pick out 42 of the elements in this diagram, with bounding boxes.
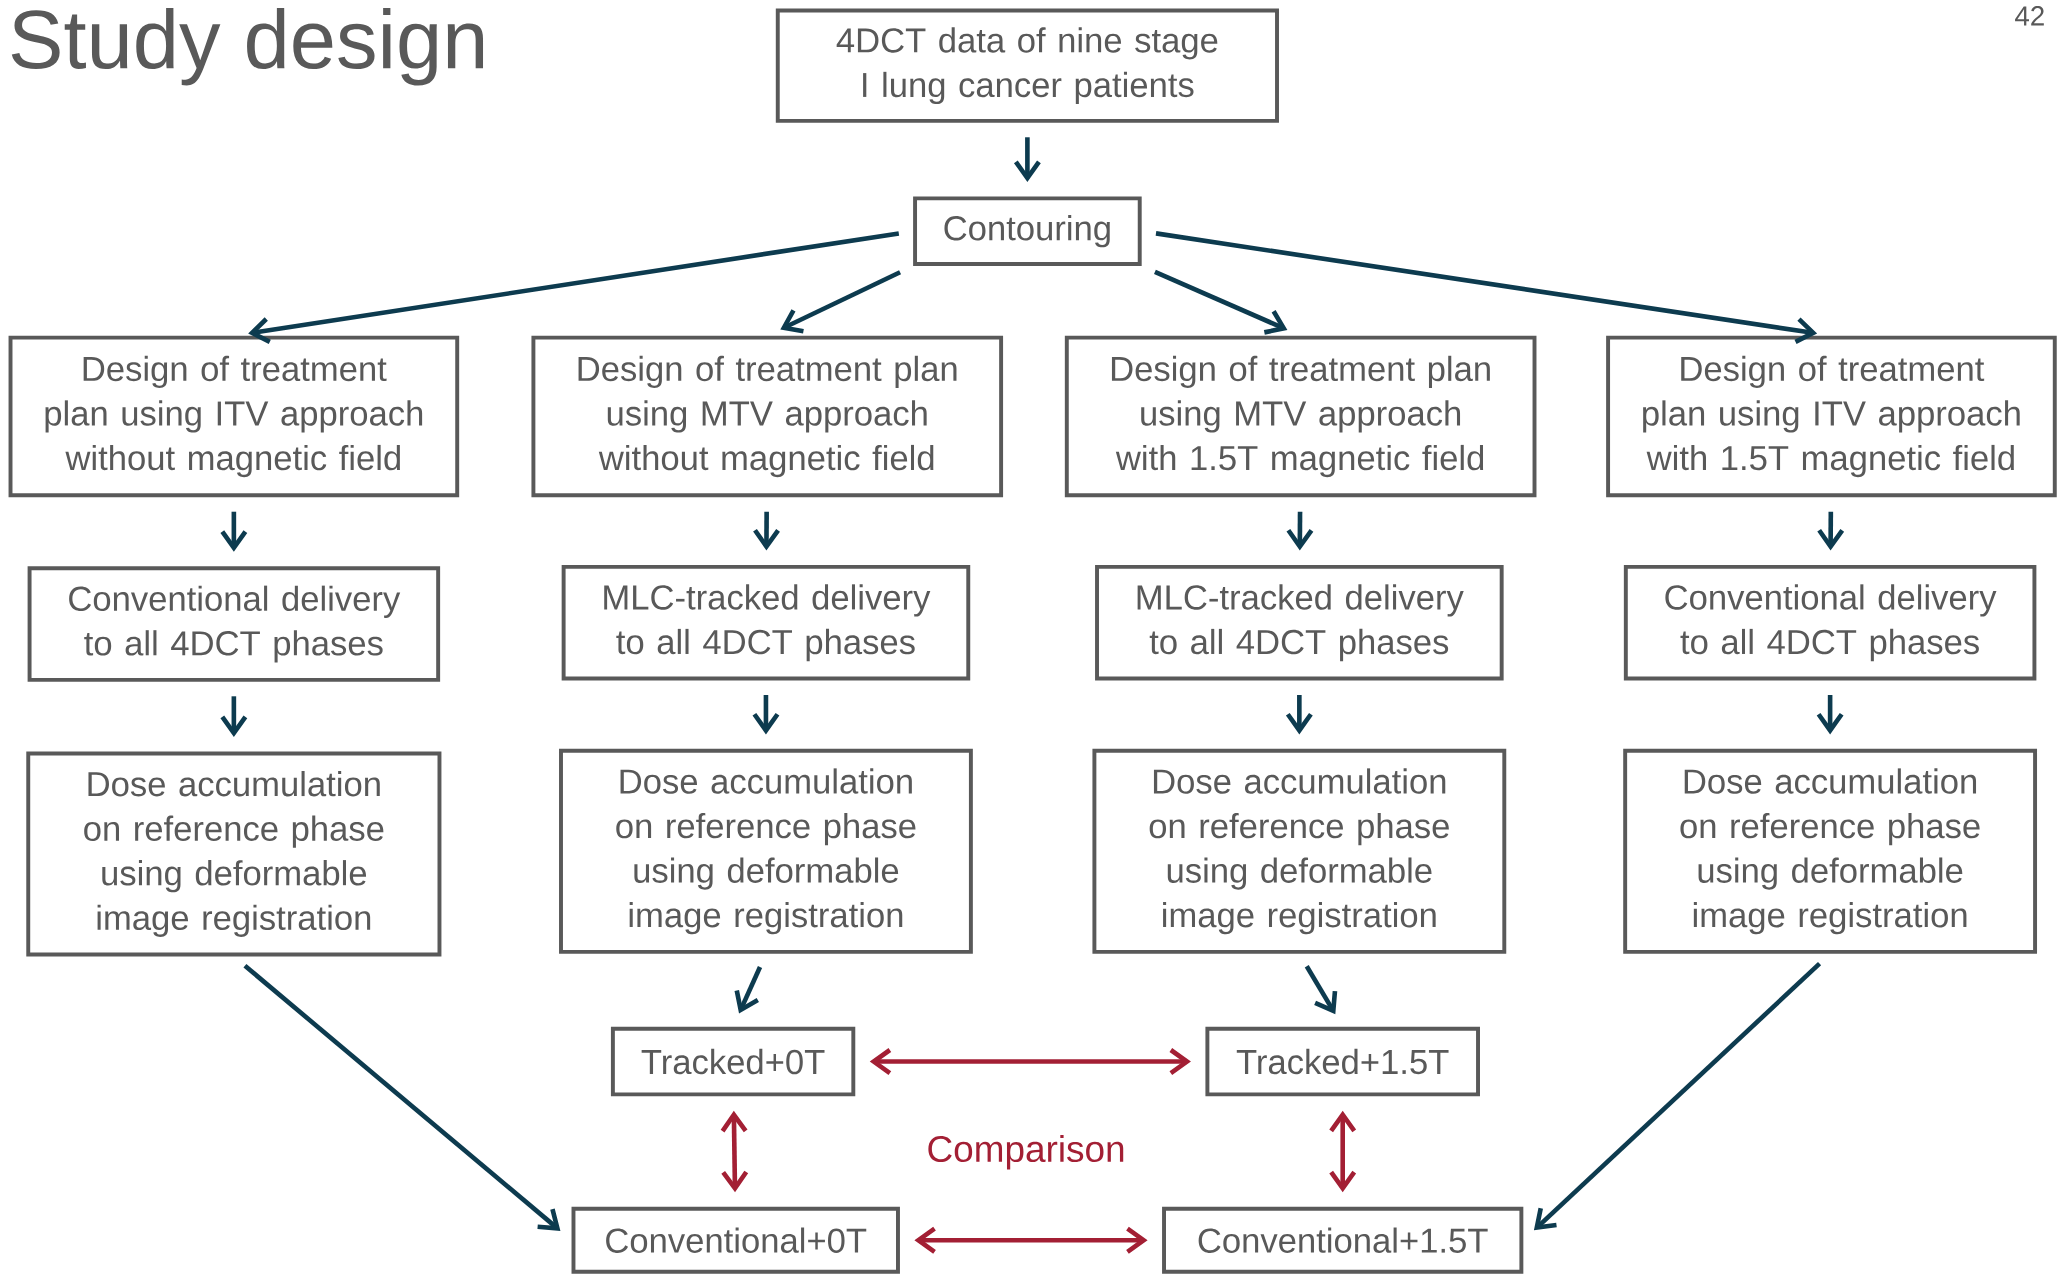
slide-title: Study design — [11, 7, 483, 86]
arrow — [1304, 964, 1338, 1015]
comparison-label: Comparison — [928, 1134, 1124, 1170]
arrow — [753, 511, 780, 551]
process-box: MLC-tracked delivery to all 4DCT phases — [561, 564, 971, 681]
arrow — [780, 270, 902, 334]
process-box: MLC-tracked delivery to all 4DCT phases — [1095, 564, 1504, 681]
arrow — [1329, 1110, 1357, 1193]
process-box: Conventional+0T — [571, 1206, 900, 1274]
arrow — [1155, 230, 1818, 344]
arrow — [1013, 137, 1041, 182]
arrow — [1816, 694, 1844, 735]
arrow — [1154, 269, 1288, 335]
process-box: Tracked+1.5T — [1205, 1026, 1480, 1097]
process-box: Dose accumulation on reference phase using deformable image registration — [1623, 748, 2038, 954]
arrow — [752, 694, 780, 735]
process-box: Conventional+1.5T — [1162, 1206, 1524, 1274]
arrow — [1285, 694, 1313, 735]
arrow — [914, 1226, 1148, 1254]
process-box: Dose accumulation on reference phase using deformable image registration — [1092, 748, 1507, 954]
process-box: Dose accumulation on reference phase using deformable image registration — [559, 748, 973, 954]
arrow — [220, 511, 248, 552]
arrow — [869, 1047, 1191, 1075]
process-box: Design of treatment plan using ITV approach without magnetic field — [8, 335, 460, 498]
arrow — [1533, 961, 1822, 1231]
arrow — [248, 230, 900, 344]
arrow — [1286, 511, 1314, 551]
process-box: Design of treatment plan using MTV approach with 1.5T magnetic field — [1064, 335, 1537, 498]
arrow — [220, 696, 248, 737]
arrow — [734, 965, 763, 1014]
arrow — [720, 1110, 749, 1193]
process-box: Tracked+0T — [610, 1026, 856, 1097]
process-box: 4DCT data of nine stage I lung cancer patients — [775, 8, 1279, 123]
process-box: Design of treatment plan using ITV approach with 1.5T magnetic field — [1606, 335, 2057, 498]
process-box: Design of treatment plan using MTV approach without magnetic field — [531, 335, 1004, 498]
process-box: Conventional delivery to all 4DCT phases — [1623, 564, 2037, 681]
process-box: Contouring — [913, 196, 1142, 266]
arrow — [1817, 511, 1845, 551]
process-box: Conventional delivery to all 4DCT phases — [27, 566, 441, 682]
arrow — [243, 963, 561, 1231]
page-number: 42 — [2015, 5, 2044, 26]
process-box: Dose accumulation on reference phase using deformable image registration — [26, 751, 442, 957]
